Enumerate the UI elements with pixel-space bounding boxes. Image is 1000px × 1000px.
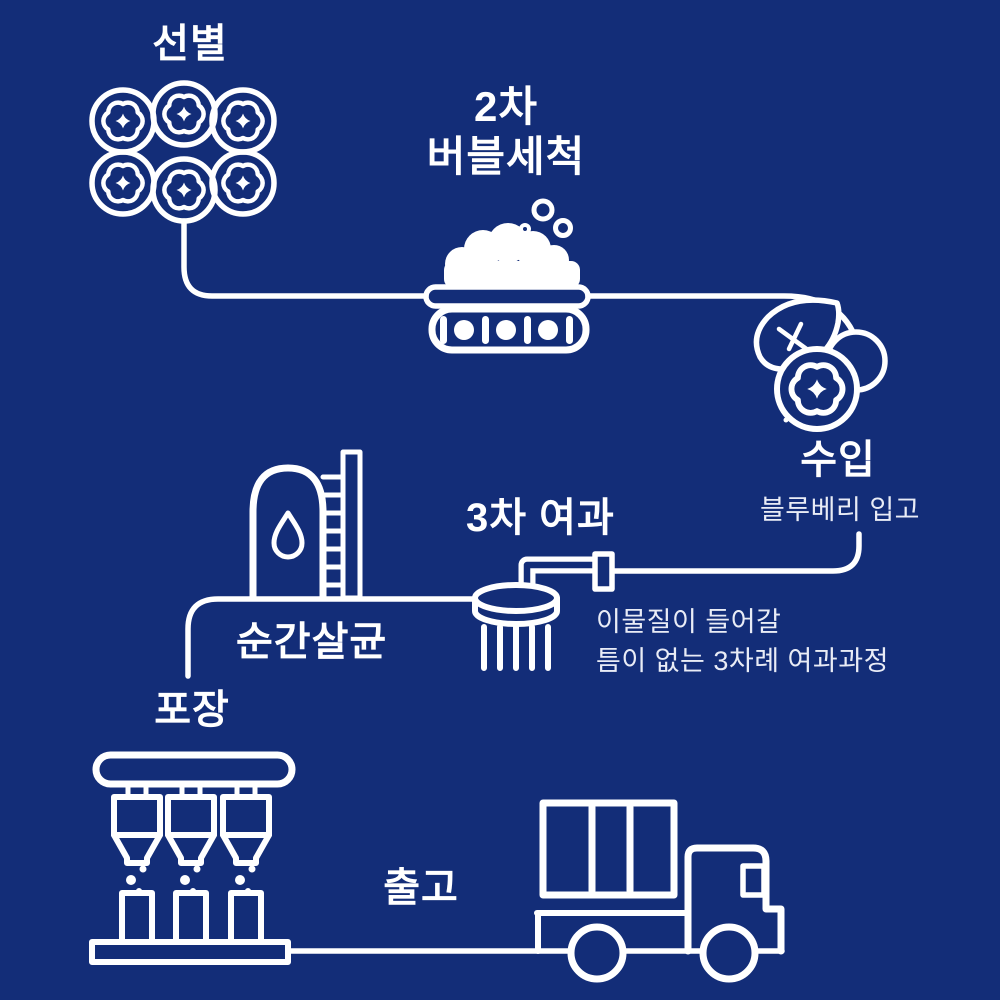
bubble [553, 218, 573, 238]
filter-streams [481, 624, 551, 671]
blueberries-grid-icon [92, 83, 274, 221]
conveyor-rollers [440, 316, 573, 344]
delivery-truck-icon [534, 799, 785, 983]
bubble-washer-icon [423, 198, 591, 354]
import-subtitle: 블루베리 입고 [759, 495, 921, 525]
blueberry-with-leaf-icon [753, 297, 888, 432]
front-wheel [699, 923, 759, 983]
machine-base [89, 939, 291, 965]
sterilizer-tank-icon [249, 449, 363, 602]
ladder-rail [340, 449, 363, 601]
truck-bed [534, 910, 691, 954]
import-title: 수입 [800, 438, 876, 482]
filter-disc-rim [472, 595, 560, 627]
flow-line-sterilizer-to-packaging [185, 596, 481, 679]
bubble [531, 198, 555, 222]
crate-dividers [588, 803, 634, 895]
bubble-wash-title-line2: 버블세척 [426, 133, 586, 180]
rear-wheel [567, 923, 627, 983]
filtration-title: 3차 여과 [466, 496, 615, 540]
truck-cab [684, 844, 785, 955]
packaging-title: 포장 [154, 688, 230, 732]
shipping-title: 출고 [383, 866, 459, 910]
pipe-connector [592, 551, 615, 592]
wash-tray [423, 284, 591, 309]
filtration-note-line1: 이물질이 들어갈 [596, 607, 782, 637]
tank-body [249, 464, 327, 602]
ladder-rungs [320, 474, 346, 588]
cab-window [740, 863, 767, 898]
sterilization-title: 순간살균 [236, 620, 388, 664]
machine-rail [92, 751, 296, 788]
filter-shower-icon [472, 551, 615, 671]
foam [444, 223, 580, 288]
flow-line-sorting-to-washer [181, 218, 429, 299]
water-drop-icon [271, 510, 305, 560]
bubble [519, 223, 531, 235]
hoppers [111, 781, 272, 894]
sorting-title: 선별 [152, 22, 228, 66]
bubble-wash-title-line1: 2차 [474, 83, 538, 130]
filling-machine-icon [89, 751, 296, 965]
cargo-crate [539, 799, 678, 899]
bottles [119, 890, 264, 945]
flow-line-import-to-filter [610, 531, 862, 574]
filtration-note-line2: 틈이 없는 3차례 여과과정 [596, 646, 889, 676]
conveyor [428, 305, 590, 354]
filter-disc-top [472, 582, 560, 614]
